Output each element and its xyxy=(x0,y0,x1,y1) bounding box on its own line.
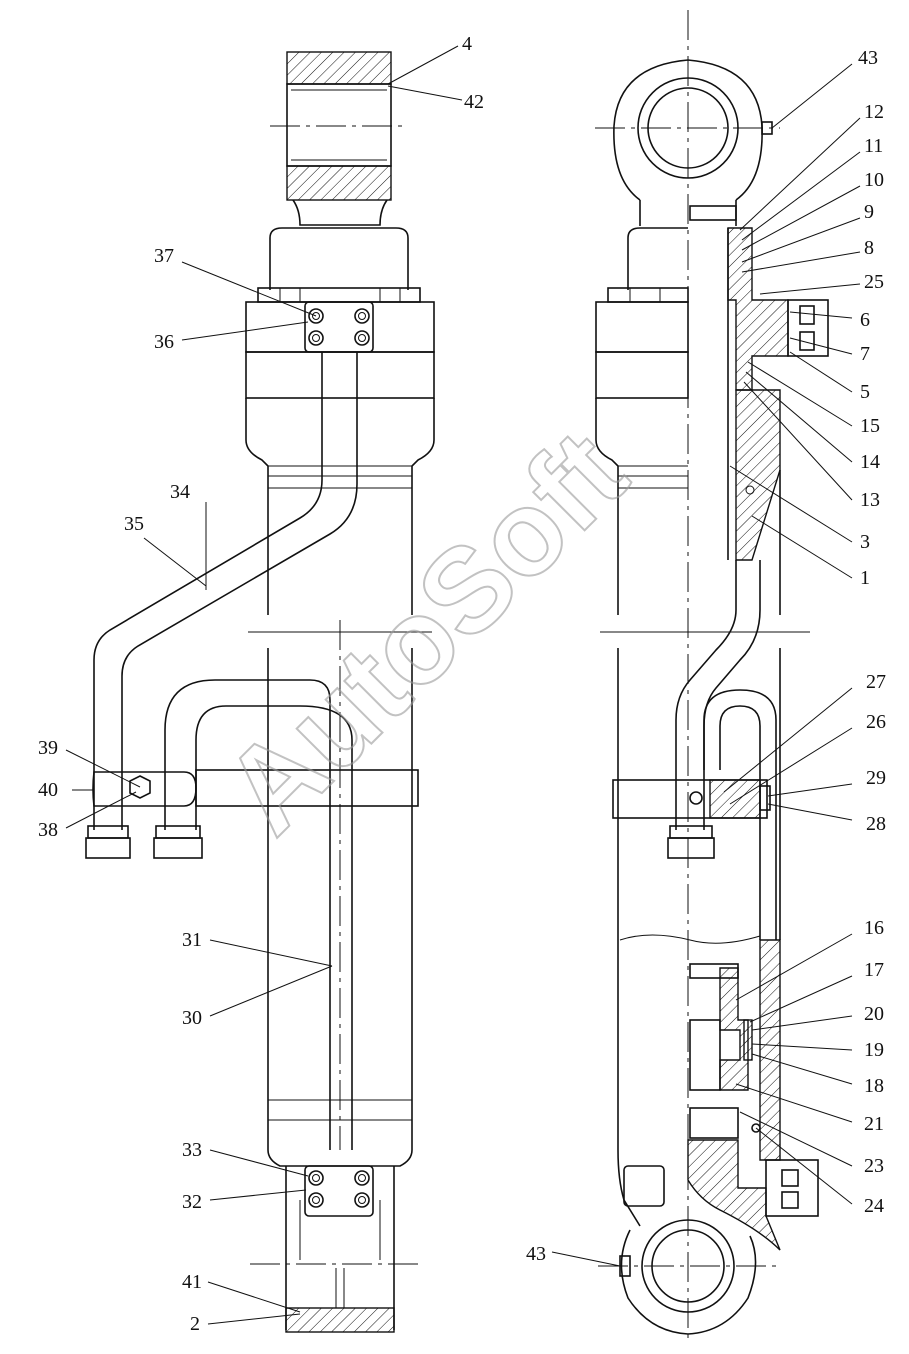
callout-17: 17 xyxy=(864,959,884,981)
callout-4: 4 xyxy=(462,33,472,55)
callout-29: 29 xyxy=(866,767,886,789)
right-callouts: 43 12 11 10 9 8 25 6 7 5 15 14 13 3 1 27… xyxy=(526,47,886,1267)
callout-18: 18 xyxy=(864,1075,884,1097)
callout-43-bottom: 43 xyxy=(526,1243,546,1265)
callout-40: 40 xyxy=(38,779,58,801)
left-bottom-eye xyxy=(250,1166,420,1333)
callout-30: 30 xyxy=(182,1007,202,1029)
callout-34: 34 xyxy=(170,481,190,503)
left-top-eye xyxy=(270,51,405,226)
callout-42: 42 xyxy=(464,91,484,113)
callout-25: 25 xyxy=(864,271,884,293)
right-view xyxy=(595,10,829,1340)
callout-13: 13 xyxy=(860,489,880,511)
right-head xyxy=(595,227,829,561)
callout-14: 14 xyxy=(860,451,880,473)
callout-35: 35 xyxy=(124,513,144,535)
callout-27: 27 xyxy=(866,671,886,693)
callout-7: 7 xyxy=(860,343,870,365)
callout-1: 1 xyxy=(860,567,870,589)
callout-21: 21 xyxy=(864,1113,884,1135)
callout-24: 24 xyxy=(864,1195,884,1217)
callout-39: 39 xyxy=(38,737,58,759)
callout-32: 32 xyxy=(182,1191,202,1213)
callout-37: 37 xyxy=(154,245,174,267)
right-bottom-eye xyxy=(598,1219,778,1335)
left-bottom-clamp xyxy=(304,1165,374,1217)
callout-31: 31 xyxy=(182,929,202,951)
callout-38: 38 xyxy=(38,819,58,841)
callout-16: 16 xyxy=(864,917,884,939)
callout-26: 26 xyxy=(866,711,886,733)
callout-28: 28 xyxy=(866,813,886,835)
callout-12: 12 xyxy=(864,101,884,123)
callout-43-top: 43 xyxy=(858,47,878,69)
callout-10: 10 xyxy=(864,169,884,191)
callout-3: 3 xyxy=(860,531,870,553)
callout-15: 15 xyxy=(860,415,880,437)
left-head xyxy=(245,227,435,489)
callout-2: 2 xyxy=(190,1313,200,1335)
left-view xyxy=(85,51,435,1333)
callout-33: 33 xyxy=(182,1139,202,1161)
right-barrel xyxy=(600,470,819,1251)
right-top-eye xyxy=(595,59,780,226)
callout-6: 6 xyxy=(860,309,870,331)
left-tubes xyxy=(85,352,419,1150)
callout-8: 8 xyxy=(864,237,874,259)
left-callouts: 4 42 37 36 34 35 39 40 38 31 30 33 32 41… xyxy=(38,33,484,1335)
callout-19: 19 xyxy=(864,1039,884,1061)
left-top-clamp xyxy=(304,301,374,353)
callout-20: 20 xyxy=(864,1003,884,1025)
callout-11: 11 xyxy=(864,135,883,157)
callout-41: 41 xyxy=(182,1271,202,1293)
callout-5: 5 xyxy=(860,381,870,403)
callout-36: 36 xyxy=(154,331,174,353)
callout-23: 23 xyxy=(864,1155,884,1177)
callout-9: 9 xyxy=(864,201,874,223)
